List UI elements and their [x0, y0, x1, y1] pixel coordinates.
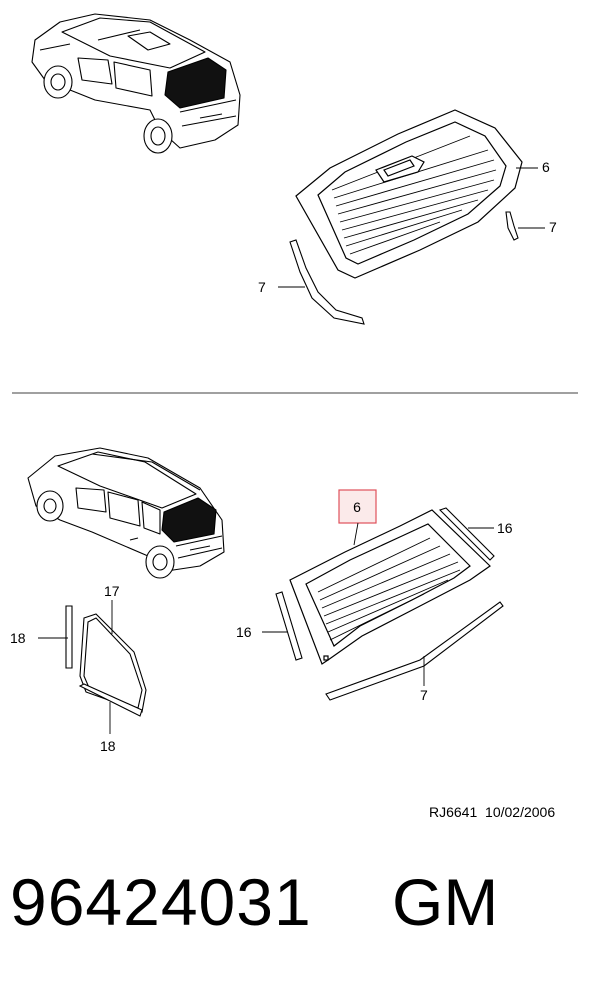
rear-window-molding-right — [505, 211, 519, 241]
quarter-glass — [79, 613, 147, 713]
callout-quarter-molding-lower: 18 — [100, 738, 116, 754]
quarter-molding-lower — [78, 683, 143, 717]
hatchback-car-illustration — [31, 13, 241, 154]
callout-molding-left-upper: 7 — [258, 279, 266, 295]
callout-quarter-glass: 17 — [104, 583, 120, 599]
highlight-box-glass — [338, 489, 377, 524]
part-number: 96424031 — [10, 865, 312, 939]
callout-bottom-molding: 7 — [420, 687, 428, 703]
callout-side-molding-left: 16 — [236, 624, 252, 640]
callout-molding-right-upper: 7 — [549, 219, 557, 235]
rear-window-glass-hatchback — [295, 109, 523, 279]
callout-side-molding-right: 16 — [497, 520, 513, 536]
brand-label: GM — [392, 865, 499, 939]
quarter-molding-upper — [65, 605, 73, 669]
rear-window-glass-wagon — [289, 509, 491, 665]
callout-quarter-molding-upper: 18 — [10, 630, 26, 646]
rear-window-molding-left — [289, 239, 365, 325]
side-molding-left — [275, 591, 303, 661]
side-molding-right — [438, 507, 495, 561]
bottom-molding — [325, 601, 504, 701]
callout-glass-lower: 6 — [353, 499, 361, 515]
wagon-car-illustration — [27, 447, 225, 579]
drawing-reference: RJ6641 10/02/2006 — [429, 804, 556, 820]
callout-glass-upper: 6 — [542, 159, 550, 175]
